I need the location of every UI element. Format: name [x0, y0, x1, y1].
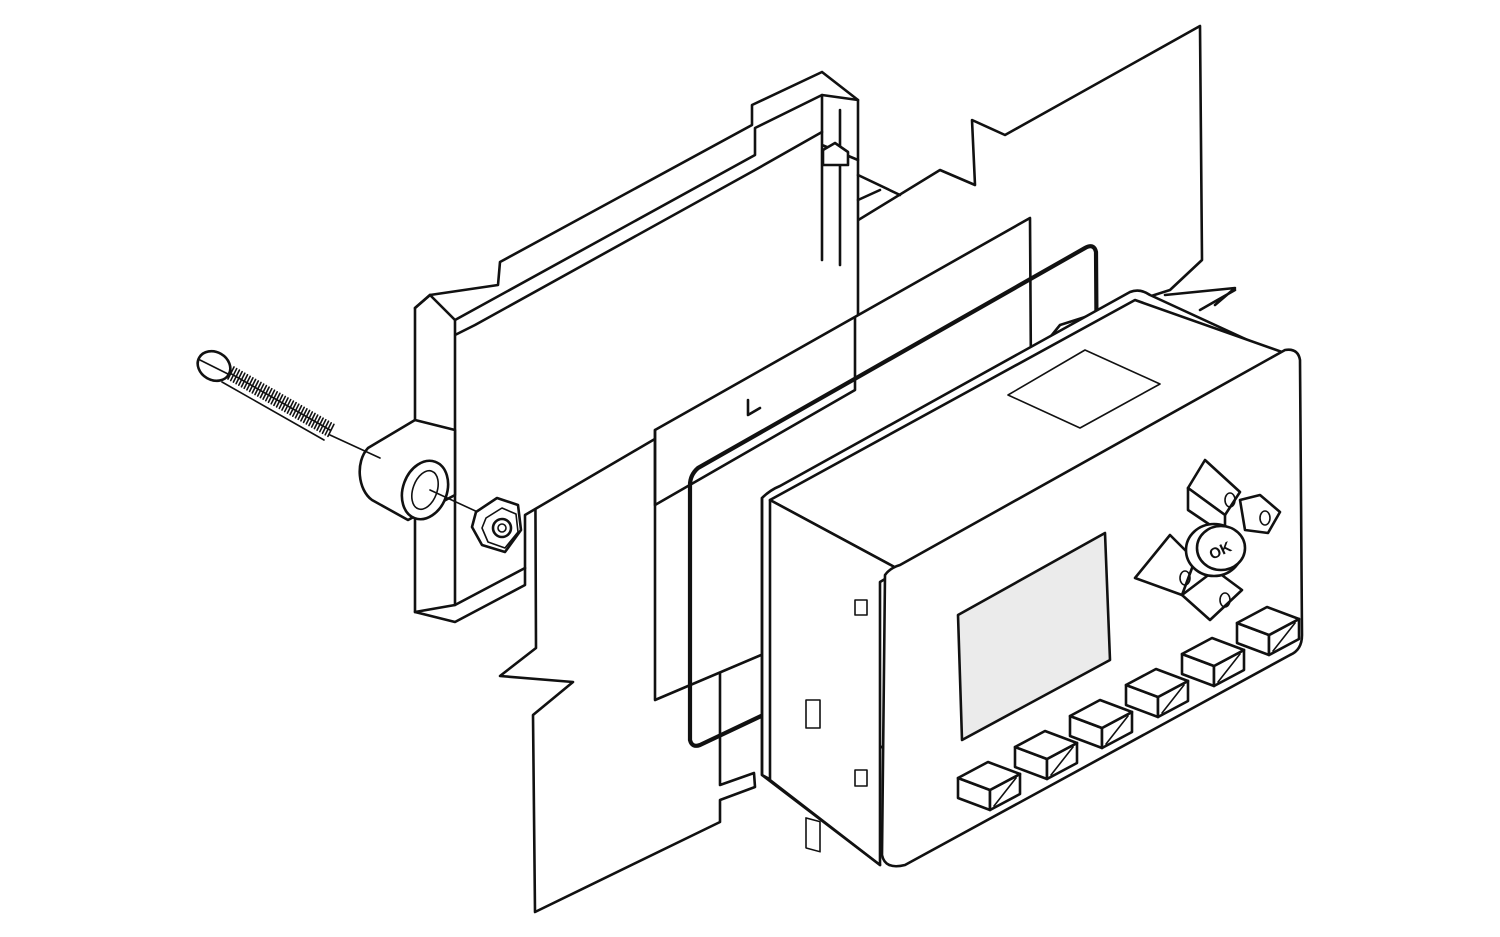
ok-key: OK [1184, 522, 1247, 578]
function-key [1013, 729, 1079, 781]
bracket-front-edge [428, 93, 860, 322]
screw-boss [358, 418, 457, 522]
cutout-inner-back [653, 316, 857, 507]
display-window [956, 531, 1112, 742]
nut-hole-inner [497, 523, 507, 533]
function-key [1124, 667, 1190, 719]
side-clip [805, 699, 821, 729]
function-key [956, 760, 1022, 812]
nut-hole [491, 517, 513, 539]
top-label [1007, 349, 1161, 429]
screw [196, 349, 496, 521]
nav-keypad: OK [1133, 458, 1282, 622]
housing-rear-tab [1163, 286, 1237, 312]
cutout-notch [746, 398, 762, 417]
boss-hole-inner [411, 469, 439, 511]
mounting-bracket [413, 70, 902, 624]
bracket-left-face [413, 293, 457, 614]
side-clips [805, 599, 868, 853]
down-key [1180, 568, 1244, 622]
screw-shaft [221, 371, 331, 441]
housing-side-edge [760, 496, 882, 867]
function-key [1180, 636, 1246, 688]
side-clip [854, 769, 868, 787]
bracket-outline [413, 70, 860, 624]
side-clip [854, 599, 868, 616]
side-clip [805, 817, 821, 853]
right-key [1238, 493, 1282, 535]
bracket-rear-tab [856, 173, 902, 202]
hex-nut [470, 496, 523, 554]
function-key [1068, 698, 1134, 750]
function-keys [956, 605, 1301, 812]
screw-slot [199, 359, 229, 375]
screw-head [196, 349, 232, 383]
bracket-clip [821, 141, 850, 167]
function-key [1235, 605, 1301, 657]
